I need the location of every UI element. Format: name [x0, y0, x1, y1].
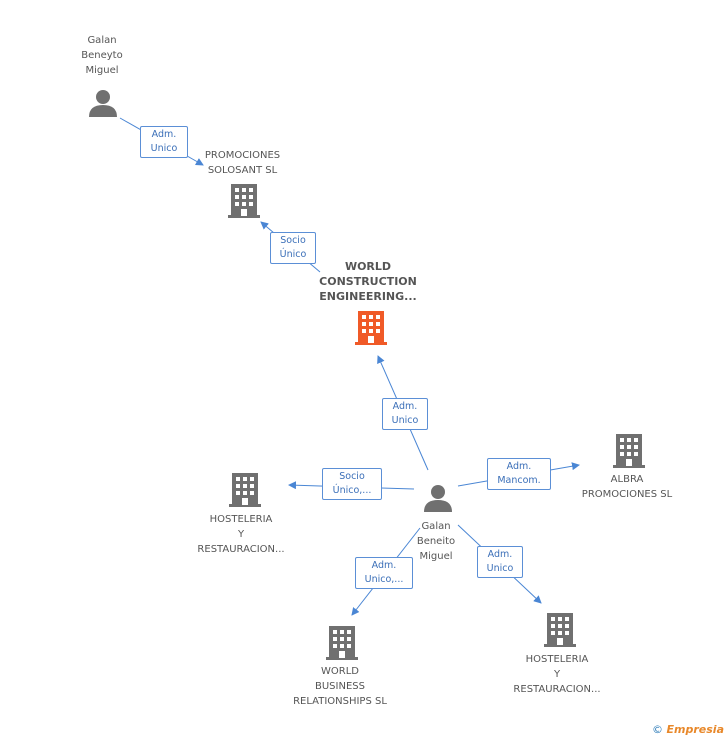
building-icon[interactable]	[613, 434, 645, 468]
company-label-world-business: WORLD BUSINESS RELATIONSHIPS SL	[293, 666, 387, 707]
edge-label-socio-unico[interactable]: Socio Único,...	[322, 468, 382, 500]
building-icon[interactable]	[229, 473, 261, 507]
person-icon[interactable]	[88, 88, 118, 118]
brand-logo-text: Empresia	[666, 723, 724, 736]
building-icon[interactable]	[326, 626, 358, 660]
person-icon[interactable]	[423, 483, 453, 513]
company-label-hosteleria-right: HOSTELERIA Y RESTAURACION...	[513, 654, 601, 695]
company-label-albra: ALBRA PROMOCIONES SL	[581, 474, 673, 500]
company-label-hosteleria-left: HOSTELERIA Y RESTAURACION...	[197, 514, 285, 555]
building-icon-main[interactable]	[355, 311, 387, 345]
person-label-galan-center: Galan Beneito Miguel	[416, 521, 456, 562]
building-icon[interactable]	[544, 613, 576, 647]
edge-label-adm-unico[interactable]: Adm. Unico	[477, 546, 523, 578]
company-label-world-construction: WORLD CONSTRUCTION ENGINEERING...	[319, 260, 417, 303]
edge-label-socio-unico[interactable]: Socio Único	[270, 232, 316, 264]
copyright-icon: ©	[652, 723, 664, 736]
edge-label-adm-unico[interactable]: Adm. Unico,...	[355, 557, 413, 589]
company-label-promociones: PROMOCIONES SOLOSANT SL	[204, 150, 281, 176]
edge-label-adm-unico[interactable]: Adm. Unico	[382, 398, 428, 430]
edge-label-adm-mancom[interactable]: Adm. Mancom.	[487, 458, 551, 490]
footer-brand: © Empresia	[652, 723, 724, 736]
person-label-galan-top: Galan Beneyto Miguel	[81, 35, 123, 76]
building-icon[interactable]	[228, 184, 260, 218]
edge-label-adm-unico[interactable]: Adm. Unico	[140, 126, 188, 158]
